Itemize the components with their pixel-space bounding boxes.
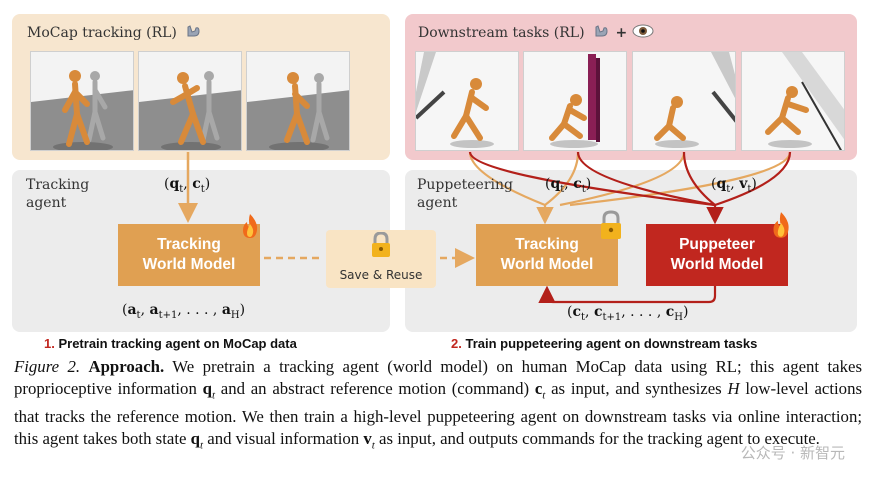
tracking-wm2-line1: Tracking: [515, 236, 579, 253]
puppeteer-output-math: (ct, ct+1, . . . , cH): [567, 304, 689, 323]
caption-text-5: and visual information: [203, 429, 364, 449]
downstream-tasks-title: Downstream tasks (RL) +: [418, 23, 654, 41]
watermark-text: 公众号 · 新智元: [740, 444, 845, 462]
flexed-arm-icon: [185, 23, 203, 39]
caption-heading: Approach.: [88, 357, 165, 376]
figure-caption: Figure 2. Approach. We pretrain a tracki…: [14, 356, 862, 457]
puppeteering-agent-label: Puppeteering agent: [417, 176, 513, 212]
save-reuse-label: Save & Reuse: [339, 268, 423, 282]
plus-sign: +: [615, 25, 628, 41]
figure-label: Figure 2.: [14, 357, 81, 376]
mocap-tracking-title-text: MoCap tracking (RL): [27, 25, 177, 41]
caption-text-6: as input, and outputs commands for the t…: [374, 429, 820, 449]
mocap-frame-1: [30, 51, 134, 151]
math-v-t: vt: [363, 429, 375, 452]
caption-text-3: as input, and synthesizes: [545, 379, 728, 398]
math-c-t: ct: [534, 379, 546, 402]
puppeteer-world-model-box: Puppeteer World Model: [646, 224, 788, 286]
lock-icon: [370, 231, 392, 258]
step-2-text: Train puppeteering agent on downstream t…: [465, 336, 758, 351]
puppeteer-input-right-math: (qt, vt): [711, 176, 757, 195]
tracking-wm-line1: Tracking: [157, 236, 221, 253]
mocap-tracking-title: MoCap tracking (RL): [27, 23, 203, 41]
puppeteering-agent-label-line2: agent: [417, 195, 458, 211]
puppeteer-input-left-math: (qt, ct): [545, 176, 592, 195]
math-q-t: qt: [202, 379, 215, 402]
caption-text-2: and an abstract reference motion (comman…: [215, 379, 535, 398]
fire-icon: [238, 212, 262, 240]
tracking-agent-label-line1: Tracking: [26, 177, 90, 193]
puppeteering-agent-label-line1: Puppeteering: [417, 177, 513, 193]
tracking-agent-label: Tracking agent: [26, 176, 89, 212]
step-1-caption: 1. Pretrain tracking agent on MoCap data: [44, 336, 297, 351]
lock-icon: [598, 210, 624, 240]
eye-icon: [632, 24, 654, 38]
tracking-input-math: (qt, ct): [164, 176, 211, 195]
task-frame-3: [632, 51, 736, 151]
task-frame-2: [523, 51, 627, 151]
tracking-wm-line2: World Model: [142, 256, 236, 273]
puppeteer-wm-line1: Puppeteer: [679, 236, 755, 253]
caption-text-1: We pretrain a tracking agent (world mode…: [14, 357, 862, 398]
flow-arrows: [178, 151, 792, 304]
caption-text-4: low-level actions that tracks the refere…: [14, 379, 862, 449]
tracking-output-math: (at, at+1, . . . , aH): [122, 302, 246, 321]
flexed-arm-icon: [593, 23, 611, 39]
tracking-world-model-box-2: Tracking World Model: [476, 224, 618, 286]
downstream-tasks-title-text: Downstream tasks (RL): [418, 25, 585, 41]
mocap-frame-3: [246, 51, 350, 151]
task-frame-4: [741, 51, 845, 151]
mocap-frame-2: [138, 51, 242, 151]
save-reuse-box: [326, 230, 436, 288]
step-1-text: Pretrain tracking agent on MoCap data: [58, 336, 297, 351]
puppeteer-wm-line2: World Model: [670, 256, 764, 273]
math-h: H: [727, 379, 740, 398]
tracking-world-model-box-1: Tracking World Model: [118, 224, 260, 286]
step-2-caption: 2. Train puppeteering agent on downstrea…: [451, 336, 757, 351]
tracking-agent-label-line2: agent: [26, 195, 67, 211]
math-q-t-2: qt: [190, 429, 204, 452]
tracking-wm2-line2: World Model: [500, 256, 594, 273]
step-1-number: 1.: [44, 336, 55, 351]
fire-icon: [768, 210, 794, 240]
task-frame-1: [415, 51, 519, 151]
step-2-number: 2.: [451, 336, 462, 351]
